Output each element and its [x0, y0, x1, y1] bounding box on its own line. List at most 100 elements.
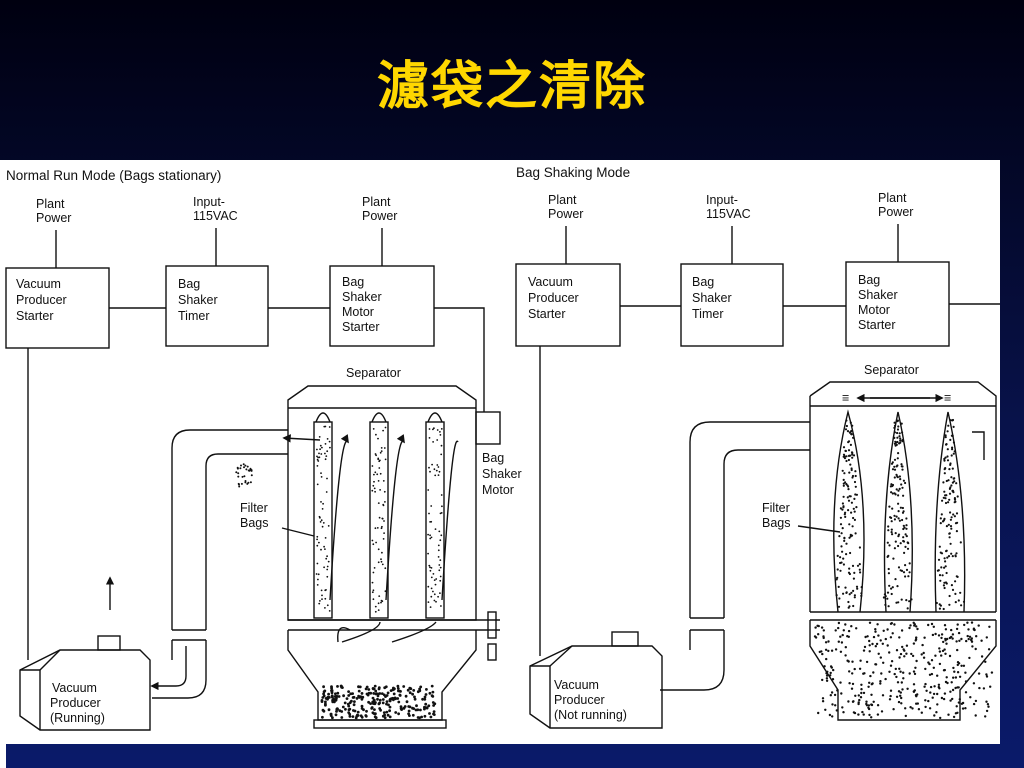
dust-dot — [898, 667, 901, 670]
dust-dot — [430, 536, 433, 539]
dust-dot — [429, 606, 432, 608]
dust-dot — [954, 500, 957, 503]
dust-dot — [905, 524, 908, 527]
dust-dot — [371, 591, 374, 594]
dust-dot — [825, 657, 828, 661]
dust-dot — [872, 671, 875, 674]
dust-dot — [372, 692, 376, 695]
dust-dot — [320, 548, 322, 551]
dust-dot — [948, 654, 952, 658]
dust-dot — [886, 591, 890, 594]
dust-dot — [955, 512, 959, 515]
dust-dot — [852, 454, 856, 457]
dust-dot — [852, 436, 855, 439]
dust-dot — [854, 474, 857, 478]
dust-dot — [985, 673, 988, 676]
dust-dot — [379, 708, 382, 712]
dust-dot — [896, 420, 899, 423]
dust-dot — [876, 713, 880, 716]
dust-dot — [950, 434, 954, 437]
dust-dot — [858, 546, 862, 549]
dust-dot — [814, 626, 817, 629]
dust-dot — [948, 603, 951, 606]
dust-dot — [428, 428, 431, 430]
dust-dot — [432, 710, 436, 713]
dust-dot — [852, 604, 855, 608]
dust-dot — [825, 672, 828, 675]
dust-dot — [971, 645, 974, 648]
dust-dot — [857, 713, 860, 716]
dust-dot — [902, 671, 905, 674]
dust-dot — [874, 628, 877, 631]
dust-dot — [369, 691, 373, 695]
dust-dot — [888, 698, 892, 701]
dust-dot — [430, 576, 433, 579]
dust-dot — [901, 645, 904, 649]
collected-dust — [320, 684, 437, 720]
dust-dot — [848, 593, 851, 596]
dust-dot — [943, 557, 946, 560]
dust-dot — [369, 702, 372, 705]
dust-dot — [865, 700, 868, 703]
dust-dot — [893, 421, 896, 424]
dust-dot — [241, 475, 244, 478]
dust-dot — [855, 585, 859, 588]
dust-dot — [856, 587, 859, 590]
dust-dot — [330, 689, 333, 692]
dust-dot — [352, 703, 356, 707]
dust-dot — [943, 692, 947, 695]
dust-dot — [388, 709, 391, 713]
dust-dot — [949, 542, 952, 545]
dust-dot — [944, 501, 948, 505]
dust-dot — [326, 568, 329, 571]
dust-dot — [868, 644, 871, 647]
dust-dot — [946, 681, 949, 685]
dust-dot — [987, 648, 991, 651]
dust-dot — [903, 551, 906, 554]
dust-dot — [937, 685, 940, 689]
dust-dot — [969, 696, 972, 699]
dust-dot — [843, 455, 846, 458]
dust-dot — [939, 522, 942, 525]
dust-dot — [428, 691, 432, 695]
dust-dot — [896, 428, 900, 431]
slide-title: 濾袋之清除 — [376, 56, 647, 117]
dust-dot — [831, 678, 835, 681]
dust-dot — [829, 671, 832, 675]
dust-dot — [319, 448, 321, 451]
dust-dot — [423, 695, 427, 699]
dust-dot — [948, 594, 951, 598]
dust-dot — [315, 573, 318, 575]
dust-dot — [953, 498, 957, 501]
dust-dot — [950, 476, 953, 479]
dust-dot — [951, 555, 954, 558]
dust-dot — [851, 453, 854, 456]
dust-dot — [902, 677, 905, 680]
dust-dot — [951, 637, 954, 640]
dust-dot — [348, 715, 352, 718]
dust-dot — [377, 458, 380, 461]
dust-dot — [240, 482, 243, 485]
dust-dot — [245, 468, 248, 471]
dust-dot — [887, 605, 890, 608]
dust-dot — [839, 681, 842, 684]
dust-dot — [872, 700, 875, 703]
dust-dot — [854, 470, 857, 473]
dust-dot — [847, 600, 850, 604]
dust-dot — [932, 666, 935, 669]
dust-dot — [912, 642, 916, 645]
dust-dot — [328, 440, 331, 443]
dust-dot — [411, 692, 414, 696]
dust-dot — [893, 476, 896, 479]
dust-dot — [423, 697, 427, 701]
dust-dot — [917, 708, 921, 711]
dust-dot — [944, 652, 947, 655]
dust-dot — [943, 668, 946, 672]
dust-dot — [329, 446, 331, 449]
dust-dot — [938, 607, 942, 610]
dust-dot — [943, 472, 946, 475]
dust-dot — [845, 455, 848, 458]
dust-dot — [416, 690, 420, 694]
